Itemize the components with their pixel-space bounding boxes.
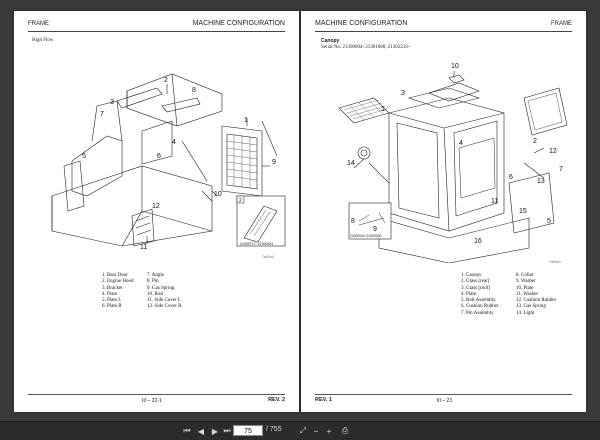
callout-number: 2 xyxy=(533,138,537,145)
page-number: III – 23 xyxy=(436,398,452,404)
callout-number: 6 xyxy=(157,153,161,160)
callout-number: 12 xyxy=(152,203,160,210)
callout-number: 8 xyxy=(192,87,196,94)
callout-number: 5 xyxy=(547,218,551,225)
inset-serial: 21300717~21300924 xyxy=(240,242,273,246)
callout-number: 3 xyxy=(110,99,114,106)
part-item: 14. Light xyxy=(516,310,535,316)
left-page-header: FRAME MACHINE CONFIGURATION xyxy=(28,19,285,32)
part-item: 3. Glass [roof] xyxy=(461,285,491,291)
inset-label: 2 xyxy=(239,198,242,204)
callout-number: 13 xyxy=(537,178,545,185)
callout-number: 7 xyxy=(559,166,563,173)
page-title: MACHINE CONFIGURATION xyxy=(192,20,285,27)
section-label: FRAME xyxy=(551,21,572,27)
callout-number: 6 xyxy=(509,174,513,181)
left-page-footer: III – 22-1 REV. 2 xyxy=(28,394,285,404)
part-item: 10. Rod xyxy=(147,291,163,297)
right-page: MACHINE CONFIGURATION FRAME Canopy Seria… xyxy=(301,11,586,412)
drawing-id: 7a01e4 xyxy=(549,260,561,264)
callout-number: 5 xyxy=(82,153,86,160)
callout-number: 10 xyxy=(451,63,459,70)
callout-number: 16 xyxy=(474,238,482,245)
part-item: 8. Pin xyxy=(147,279,159,285)
drawing-id: 7a01e4 xyxy=(262,255,274,259)
page-number-input[interactable]: 75 xyxy=(233,425,263,436)
callout-number: 12 xyxy=(549,148,557,155)
diagram-subtitle-bold: Canopy xyxy=(321,38,340,44)
fit-page-icon[interactable]: ⤢ xyxy=(299,426,307,435)
part-item: 3. Bracket xyxy=(102,285,123,291)
callout-number: 9 xyxy=(373,226,377,233)
prev-page-icon[interactable]: ◀ xyxy=(197,426,205,436)
part-item: 11. Washer xyxy=(516,291,539,297)
diagram-subtitle: Canopy xyxy=(321,38,339,44)
part-item: 2. Engine Hood xyxy=(102,279,134,285)
viewer-toolbar: ⏮ ◀ ▶ ⏭ 75 / 755 ⤢ − + ⎙ xyxy=(0,421,600,440)
part-item: 9. Gas Spring xyxy=(147,285,175,291)
part-item: 12. Side Cover R xyxy=(147,304,182,310)
part-item: 11. Side Cover L xyxy=(147,298,181,304)
total-pages: / 755 xyxy=(266,426,282,433)
left-page: FRAME MACHINE CONFIGURATION High Flow xyxy=(14,11,299,412)
revision-label: REV. 2 xyxy=(268,397,285,403)
part-item: 6. Plate R xyxy=(102,304,122,310)
part-item: 12. Cushion Rubber xyxy=(516,298,557,304)
page-number: III – 22-1 xyxy=(142,398,162,404)
part-item: 5. Plate L xyxy=(102,298,122,304)
last-page-icon[interactable]: ⏭ xyxy=(223,426,231,435)
callout-number: 1 xyxy=(381,106,385,113)
print-icon[interactable]: ⎙ xyxy=(341,426,349,435)
callout-number: 15 xyxy=(519,208,527,215)
part-item: 7. Angle xyxy=(147,273,164,278)
callout-number: 14 xyxy=(347,160,355,167)
callout-number: 3 xyxy=(401,90,405,97)
part-item: 10. Plate xyxy=(516,285,534,291)
callout-number: 7 xyxy=(100,111,104,118)
next-page-icon[interactable]: ▶ xyxy=(211,426,219,436)
callout-number: 11 xyxy=(491,198,498,205)
callout-number: 11 xyxy=(140,244,147,251)
serial-number-note: Serial No. 21300004~21301000, 21302233~ xyxy=(321,45,411,50)
callout-number: 8 xyxy=(351,218,355,225)
part-item: 2. Glass [rear] xyxy=(461,279,490,285)
part-item: 1. Rear Door xyxy=(102,273,128,278)
right-page-footer: REV. 1 III – 23 xyxy=(315,394,572,404)
revision-label: REV. 1 xyxy=(315,397,332,403)
callout-number: 1 xyxy=(244,117,248,124)
part-item: 1. Canopy xyxy=(461,273,482,278)
page-title: MACHINE CONFIGURATION xyxy=(315,20,408,27)
part-item: 4. Plate xyxy=(461,291,476,297)
right-page-header: MACHINE CONFIGURATION FRAME xyxy=(315,19,572,32)
first-page-icon[interactable]: ⏮ xyxy=(183,426,191,435)
part-item: 9. Washer xyxy=(516,279,536,285)
callout-number: 4 xyxy=(459,140,463,147)
part-item: 4. Plate xyxy=(102,291,117,297)
part-item: 5. Bolt Assembly xyxy=(461,298,496,304)
diagram-subtitle: High Flow xyxy=(32,38,54,43)
callout-number: 4 xyxy=(172,139,176,146)
zoom-in-icon[interactable]: + xyxy=(326,426,332,436)
zoom-out-icon[interactable]: − xyxy=(313,426,319,436)
section-label: FRAME xyxy=(28,21,49,27)
part-item: 13. Gas Spring xyxy=(516,304,546,310)
part-item: 8. Collar xyxy=(516,273,534,278)
callout-number: 9 xyxy=(272,159,276,166)
part-item: 7. Pin Assembly xyxy=(461,310,494,316)
callout-number: 2 xyxy=(164,77,168,84)
part-item: 6. Cushion Rubber xyxy=(461,304,499,310)
callout-number: 10 xyxy=(214,191,222,198)
inset-serial: 21300004~21300000 xyxy=(350,234,381,238)
canopy-exploded-diagram: 21300004~21300000 1234567891011121314151… xyxy=(338,63,568,263)
